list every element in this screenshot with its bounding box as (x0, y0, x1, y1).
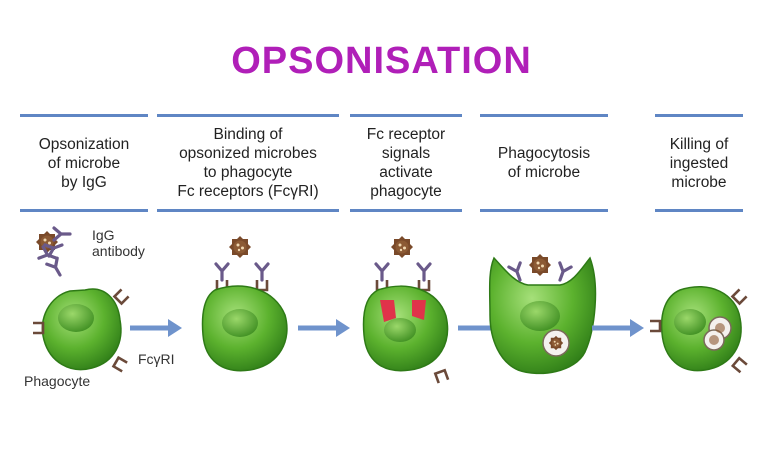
step-arrow-2 (298, 319, 350, 337)
stage-5-killing-phagocyte (648, 286, 749, 374)
step-4-header: Phagocytosis of microbe (480, 114, 608, 212)
fc-signal-marker-right (412, 300, 426, 320)
fc-signal-marker-left (380, 300, 396, 322)
stage-1-phagocyte (31, 288, 130, 373)
stage-2-bound-microbe (214, 236, 270, 292)
step-arrow-4 (592, 319, 644, 337)
stage-3-activated-phagocyte (362, 285, 450, 385)
stage-1-free-microbe (36, 226, 72, 280)
phagocyte-label: Phagocyte (24, 373, 91, 389)
fcgri-label: FcγRI (138, 351, 175, 367)
step-2-header: Binding of opsonized microbes to phagocy… (157, 114, 339, 212)
igg-label: IgG (92, 227, 115, 243)
step-arrow-1 (130, 319, 182, 337)
step-1-header: Opsonization of microbe by IgG (20, 114, 148, 212)
diagram-title: OPSONISATION (231, 40, 532, 82)
stage-2-phagocyte (201, 285, 288, 372)
stage-3-bound-microbe (374, 236, 432, 292)
stage-4-engulfing-phagocyte (488, 254, 597, 375)
antibody-label: antibody (92, 243, 145, 259)
step-5-header: Killing of ingested microbe (655, 114, 743, 212)
step-3-header: Fc receptor signals activate phagocyte (350, 114, 462, 212)
